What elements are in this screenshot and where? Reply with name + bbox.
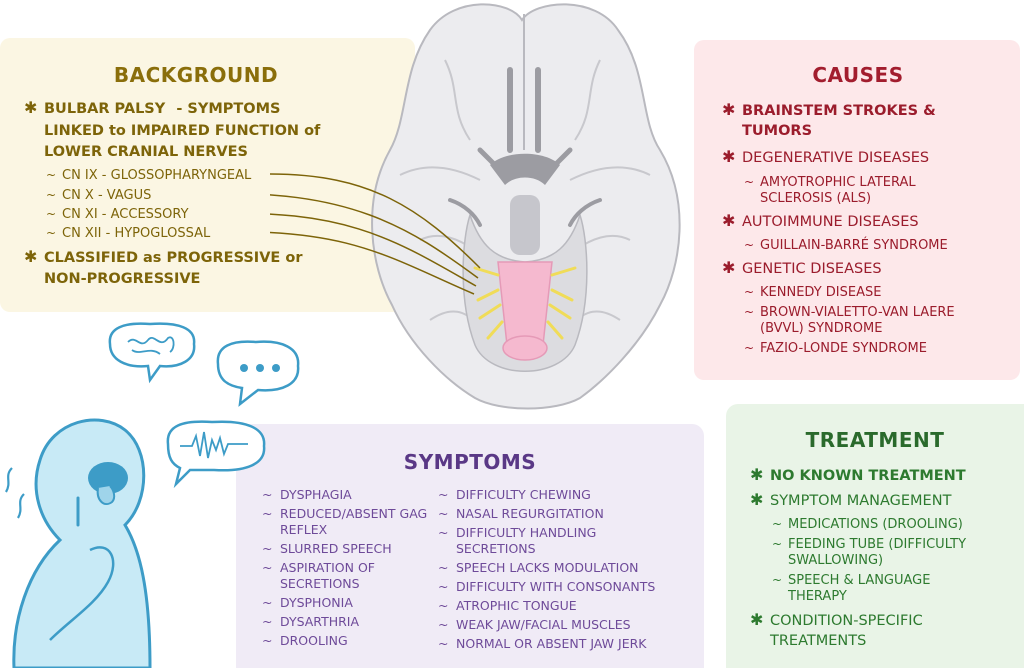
bulbar-palsy-line-2: LINKED to IMPAIRED FUNCTION of <box>44 123 321 139</box>
bullet-icon: ✱ <box>24 247 38 266</box>
background-title: BACKGROUND <box>113 63 279 87</box>
bullet-icon: ✱ <box>750 490 764 509</box>
symptom-item: ASPIRATION of SECRETIONS <box>262 560 432 592</box>
cause-kennedy: KENNEDY DISEASE <box>760 285 882 300</box>
nerve-connector-lines <box>270 173 481 295</box>
cause-brainstem-1: BRAINSTEM STROKES & <box>742 103 936 119</box>
bulbar-palsy-term: BULBAR PALSY <box>44 101 166 117</box>
tilde-icon: ~ <box>744 238 755 252</box>
brain-illustration-icon <box>371 3 681 410</box>
cause-als-1: AMYOTROPHIC LATERAL <box>760 175 916 190</box>
cause-fazio: FAZIO-LONDE SYNDROME <box>760 341 927 356</box>
symptom-item: WEAK JAW/FACIAL MUSCLES <box>438 617 700 633</box>
patient-figure-icon <box>5 322 300 668</box>
treatment-speech-2: THERAPY <box>788 589 847 604</box>
treatment-panel <box>726 404 1024 668</box>
cause-brainstem-2: TUMORS <box>742 123 813 139</box>
treatment-speech-1: SPEECH & LANGUAGE <box>788 573 931 588</box>
tilde-icon: ~ <box>46 207 57 221</box>
symptom-item: DIFFICULTY CHEWING <box>438 487 700 503</box>
cause-bvvl-2: (BVVL) SYNDROME <box>760 321 883 336</box>
cause-als-2: SCLEROSIS (ALS) <box>760 191 872 206</box>
symptoms-title: SYMPTOMS <box>403 450 537 474</box>
tilde-icon: ~ <box>772 517 783 531</box>
nerve-cn-xi: CN XI - ACCESSORY <box>62 207 189 222</box>
symptom-item: DYSPHONIA <box>262 595 432 611</box>
bulbar-palsy-line-1: BULBAR PALSY - SYMPTOMS <box>44 100 280 118</box>
nerve-cn-xii: CN XII - HYPOGLOSSAL <box>62 226 211 241</box>
cause-autoimmune: AUTOIMMUNE DISEASES <box>742 214 919 230</box>
tilde-icon: ~ <box>772 573 783 587</box>
symptom-item: DIFFICULTY with CONSONANTS <box>438 579 700 595</box>
causes-panel <box>694 40 1020 380</box>
tilde-icon: ~ <box>46 168 57 182</box>
background-panel <box>0 38 415 312</box>
treatment-condition-1: CONDITION-SPECIFIC <box>770 613 923 629</box>
nerve-cn-x: CN X - VAGUS <box>62 188 152 203</box>
treatment-feeding-1: FEEDING TUBE (DIFFICULTY <box>788 537 967 552</box>
symptom-item: SLURRED SPEECH <box>262 541 432 557</box>
symptom-item: NASAL REGURGITATION <box>438 506 700 522</box>
classified-line-2: NON-PROGRESSIVE <box>44 271 201 287</box>
treatment-no-known: NO KNOWN TREATMENT <box>770 468 966 484</box>
nerve-cn-ix: CN IX - GLOSSOPHARYNGEAL <box>62 168 252 183</box>
symptom-item: DYSPHAGIA <box>262 487 432 503</box>
tilde-icon: ~ <box>744 285 755 299</box>
bulbar-palsy-line-3: LOWER CRANIAL NERVES <box>44 144 249 160</box>
symptom-item: REDUCED/ABSENT GAG REFLEX <box>262 506 432 538</box>
treatment-symptom-mgmt: SYMPTOM MANAGEMENT <box>770 493 952 509</box>
bullet-icon: ✱ <box>24 98 38 117</box>
symptom-item: DROOLING <box>262 633 432 649</box>
symptoms-right-list: DIFFICULTY CHEWING NASAL REGURGITATION D… <box>438 487 700 655</box>
treatment-title: TREATMENT <box>805 428 945 452</box>
cause-guillain: GUILLAIN-BARRÉ SYNDROME <box>760 238 948 253</box>
cause-genetic: GENETIC DISEASES <box>742 261 882 277</box>
causes-title: CAUSES <box>812 63 904 87</box>
tilde-icon: ~ <box>46 226 57 240</box>
symptom-item: ATROPHIC TONGUE <box>438 598 700 614</box>
symptoms-left-list: DYSPHAGIA REDUCED/ABSENT GAG REFLEX SLUR… <box>262 487 432 652</box>
bullet-icon: ✱ <box>722 100 736 119</box>
cause-degenerative: DEGENERATIVE DISEASES <box>742 150 930 166</box>
bulbar-palsy-desc-1: - SYMPTOMS <box>176 101 281 117</box>
bullet-icon: ✱ <box>722 147 736 166</box>
tilde-icon: ~ <box>744 175 755 189</box>
tilde-icon: ~ <box>744 341 755 355</box>
symptom-item: DIFFICULTY HANDLING SECRETIONS <box>438 525 636 557</box>
treatment-condition-2: TREATMENTS <box>770 633 867 649</box>
treatment-feeding-2: SWALLOWING) <box>788 553 884 568</box>
symptom-item: SPEECH LACKS MODULATION <box>438 560 700 576</box>
symptom-item: DYSARTHRIA <box>262 614 432 630</box>
bullet-icon: ✱ <box>750 465 764 484</box>
bullet-icon: ✱ <box>750 610 764 629</box>
bullet-icon: ✱ <box>722 258 736 277</box>
symptom-item: NORMAL or ABSENT JAW JERK <box>438 636 700 652</box>
tilde-icon: ~ <box>772 537 783 551</box>
tilde-icon: ~ <box>46 188 57 202</box>
bullet-icon: ✱ <box>722 211 736 230</box>
cause-bvvl-1: BROWN-VIALETTO-VAN LAERE <box>760 305 955 320</box>
tilde-icon: ~ <box>744 305 755 319</box>
treatment-medications: MEDICATIONS (DROOLING) <box>788 517 963 532</box>
classified-line-1: CLASSIFIED as PROGRESSIVE or <box>44 250 303 266</box>
